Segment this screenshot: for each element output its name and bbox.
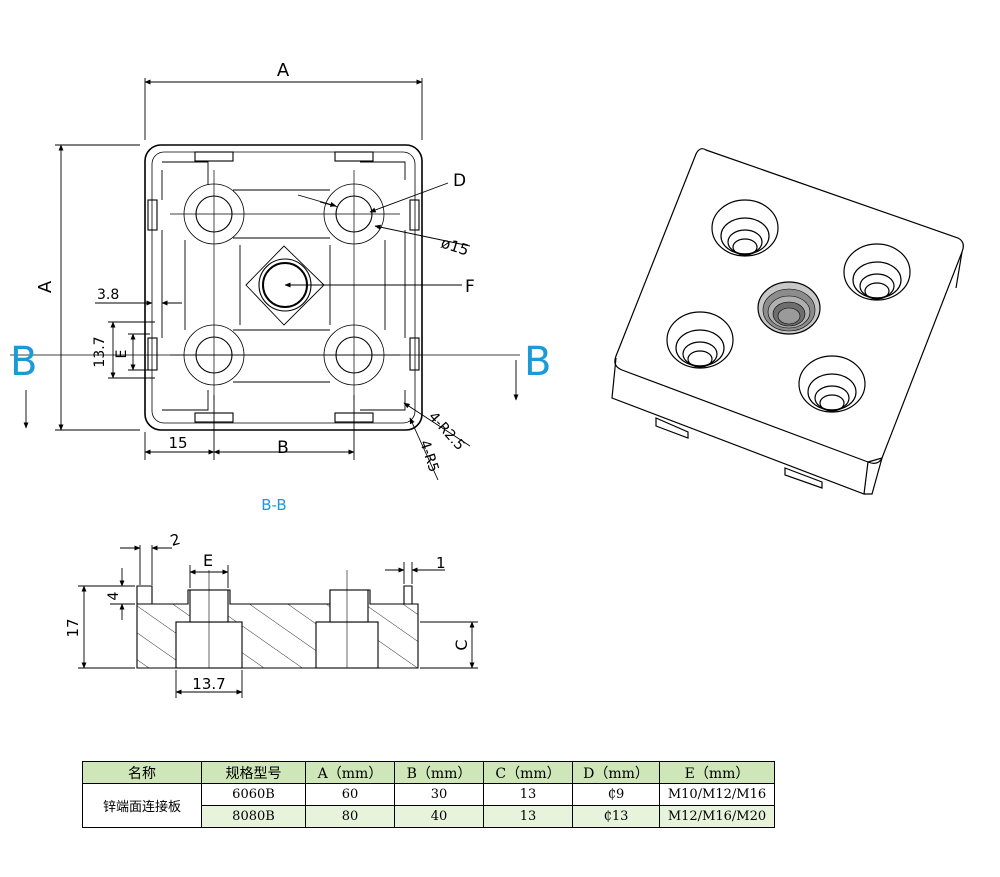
section-view-dimensions bbox=[78, 545, 478, 698]
table-row: 锌端面连接板 6060B 60 30 13 ₵9 M10/M12/M16 bbox=[82, 783, 775, 828]
section-mark-left: B bbox=[10, 339, 37, 385]
cell-d: ₵9 bbox=[572, 783, 660, 806]
dim-a-top: A bbox=[277, 60, 290, 81]
cell-c: 13 bbox=[483, 783, 573, 806]
cell-d: ₵13 bbox=[572, 805, 660, 828]
col-header-model: 规格型号 bbox=[201, 761, 306, 784]
cell-b: 30 bbox=[394, 783, 484, 806]
iso-hole-3 bbox=[666, 311, 734, 369]
cell-model: 8080B bbox=[201, 805, 306, 828]
section-view bbox=[136, 570, 419, 669]
sec-dim-17: 17 bbox=[64, 618, 82, 637]
section-title: B-B bbox=[261, 496, 286, 514]
cell-model: 6060B bbox=[201, 783, 306, 806]
spec-table: 名称 规格型号 A（mm） B（mm） C（mm） D（mm） E（mm） 锌端… bbox=[82, 761, 775, 828]
dim-3-8: 3.8 bbox=[97, 287, 119, 303]
sec-dim-13-7: 13.7 bbox=[192, 675, 225, 693]
product-name-cell: 锌端面连接板 bbox=[82, 783, 202, 828]
sec-dim-4: 4 bbox=[106, 591, 122, 600]
top-view bbox=[144, 144, 423, 431]
dim-15: 15 bbox=[168, 434, 187, 452]
top-view-labels: A A D ø15 F 3.8 13.7 E 15 B 4-R2.5 4-R5 … bbox=[10, 60, 551, 514]
cell-e: M10/M12/M16 bbox=[659, 783, 775, 806]
dim-phi15: ø15 bbox=[439, 234, 471, 260]
isometric-view bbox=[611, 148, 964, 495]
dim-r5: 4-R5 bbox=[416, 438, 441, 474]
iso-hole-2 bbox=[843, 243, 911, 301]
plate-outline bbox=[144, 144, 423, 431]
cell-b: 40 bbox=[394, 805, 484, 828]
dim-e: E bbox=[114, 350, 130, 359]
cell-a: 60 bbox=[305, 783, 395, 806]
dim-13-7: 13.7 bbox=[92, 336, 108, 367]
dim-a-left: A bbox=[35, 280, 56, 293]
iso-hole-4 bbox=[798, 355, 866, 413]
cell-a: 80 bbox=[305, 805, 395, 828]
sec-dim-2: 2 bbox=[168, 530, 182, 550]
col-header-b: B（mm） bbox=[394, 761, 484, 784]
iso-hole-1 bbox=[711, 199, 779, 257]
col-header-d: D（mm） bbox=[572, 761, 660, 784]
col-header-e: E（mm） bbox=[659, 761, 775, 784]
cell-c: 13 bbox=[483, 805, 573, 828]
dim-b: B bbox=[277, 438, 289, 458]
top-view-dimensions bbox=[10, 78, 520, 481]
col-header-a: A（mm） bbox=[305, 761, 395, 784]
table-header-row: 名称 规格型号 A（mm） B（mm） C（mm） D（mm） E（mm） bbox=[82, 761, 775, 784]
table-row: 8080B 80 40 13 ₵13 M12/M16/M20 bbox=[83, 805, 775, 828]
dim-d: D bbox=[453, 171, 466, 191]
iso-thread-hole bbox=[757, 281, 821, 335]
col-header-name: 名称 bbox=[82, 761, 202, 784]
section-mark-right: B bbox=[524, 339, 551, 385]
sec-dim-1: 1 bbox=[436, 554, 446, 572]
sec-dim-c: C bbox=[452, 639, 471, 650]
sec-dim-e: E bbox=[203, 551, 213, 570]
dim-f: F bbox=[465, 277, 475, 297]
cell-e: M12/M16/M20 bbox=[659, 805, 775, 828]
section-view-labels: 2 E 1 4 17 C 13.7 bbox=[64, 530, 471, 693]
col-header-c: C（mm） bbox=[483, 761, 573, 784]
